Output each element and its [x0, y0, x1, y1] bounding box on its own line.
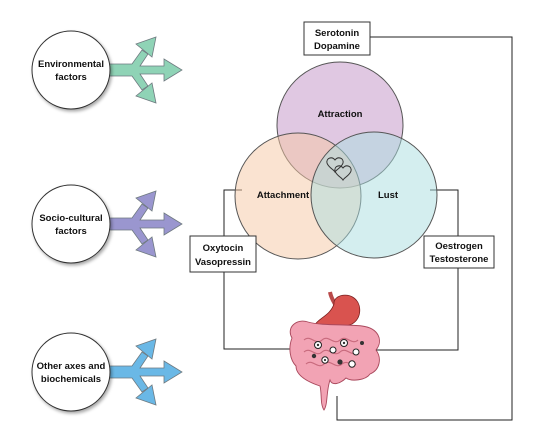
stomach-icon [313, 294, 361, 329]
venn-label-attraction: Attraction [318, 109, 363, 120]
factor-label-line2: factors [55, 72, 87, 83]
factor-label-line1: Environmental [38, 59, 104, 70]
factor-socio-cultural: Socio-cultural factors [31, 184, 183, 264]
hormone-left-line2: Vasopressin [195, 257, 251, 268]
factor-label-line1: Socio-cultural [39, 213, 102, 224]
hormone-box-right: Oestrogen Testosterone [423, 235, 495, 269]
hormone-top-line2: Dopamine [314, 41, 360, 52]
connector-top-right [336, 36, 513, 421]
hormone-right-line1: Oestrogen [435, 241, 483, 252]
arrow-socio-cultural-icon [103, 190, 183, 258]
arrow-other-axes-icon [103, 338, 183, 406]
factor-label-line1: Other axes and [37, 361, 106, 372]
venn-label-attachment: Attachment [257, 190, 310, 201]
factor-other-axes: Other axes and biochemicals [31, 332, 183, 412]
hormone-left-line1: Oxytocin [203, 243, 244, 254]
connector-right [360, 189, 459, 351]
factor-environmental: Environmental factors [31, 30, 183, 110]
hormone-right-line2: Testosterone [430, 254, 489, 265]
hormone-top-line1: Serotonin [315, 28, 360, 39]
venn-label-lust: Lust [378, 190, 399, 201]
factor-label-line2: factors [55, 226, 87, 237]
gut-microbiome-icon [289, 291, 380, 411]
microbes-icon [311, 339, 364, 368]
arrow-environmental-icon [103, 36, 183, 104]
hearts-icon [326, 157, 352, 182]
factor-label-line2: biochemicals [41, 374, 101, 385]
intestine-icon [289, 320, 380, 411]
venn-circle-lust [310, 131, 438, 259]
hormone-box-top: Serotonin Dopamine [303, 21, 371, 56]
venn-diagram: Attraction Attachment Lust [234, 61, 438, 260]
hormone-box-left: Oxytocin Vasopressin [189, 235, 257, 273]
